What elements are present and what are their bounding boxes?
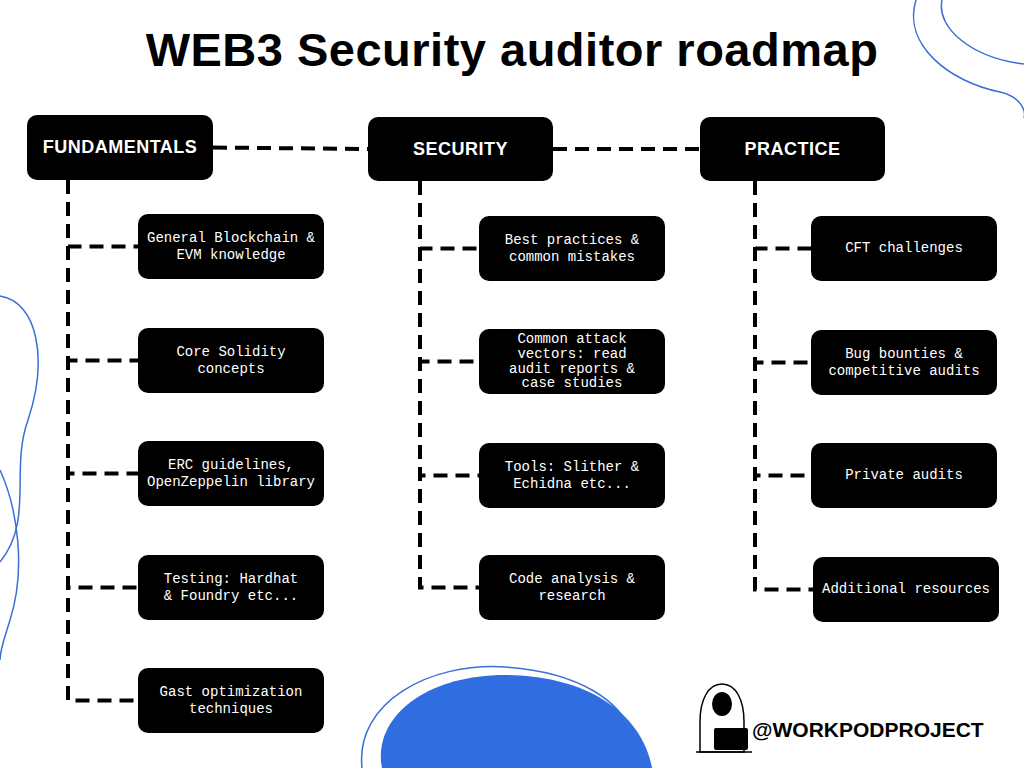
- stage-box: FUNDAMENTALS: [27, 115, 213, 180]
- box-text: Tools: Slither & Echidna etc...: [486, 459, 658, 491]
- dashed-connector: [755, 181, 813, 590]
- decor-curve: [941, 0, 1024, 64]
- box-text: CFT challenges: [845, 240, 963, 256]
- box-text: ERC guidelines, OpenZeppelin library: [145, 457, 317, 489]
- diagram-title: WEB3 Security auditor roadmap: [0, 22, 1024, 77]
- box-text: Additional resources: [822, 581, 990, 597]
- stage-box: SECURITY: [368, 117, 553, 181]
- topic-box: Private audits: [811, 443, 997, 508]
- dashed-connector: [553, 147, 700, 151]
- decor-curve: [0, 296, 38, 562]
- box-text: Private audits: [845, 467, 963, 483]
- topic-box: Bug bounties & competitive audits: [811, 330, 997, 395]
- face-shadow: [712, 692, 732, 716]
- dashed-connector: [420, 181, 479, 362]
- hacker-icon: [696, 684, 752, 752]
- box-text: Core Solidity concepts: [145, 344, 317, 376]
- decor-curve: [0, 470, 19, 660]
- box-text: FUNDAMENTALS: [43, 137, 198, 158]
- box-text: Bug bounties & competitive audits: [818, 346, 990, 378]
- topic-box: CFT challenges: [811, 216, 997, 281]
- topic-box: Best practices & common mistakes: [479, 216, 665, 281]
- dashed-connector: [68, 180, 138, 588]
- dashed-connector: [420, 181, 479, 588]
- box-text: Code analysis & research: [486, 571, 658, 603]
- box-text: PRACTICE: [744, 139, 840, 160]
- topic-box: Testing: Hardhat & Foundry etc...: [138, 555, 324, 620]
- topic-box: General Blockchain & EVM knowledge: [138, 214, 324, 279]
- box-text: Gast optimization techniques: [145, 684, 317, 716]
- dashed-connector: [755, 181, 811, 249]
- desk-line: [696, 751, 752, 753]
- topic-box: Code analysis & research: [479, 555, 665, 620]
- dashed-connector: [755, 181, 811, 363]
- dashed-connector: [420, 181, 479, 249]
- dashed-connector: [68, 180, 138, 474]
- topic-box: ERC guidelines, OpenZeppelin library: [138, 441, 324, 506]
- box-text: General Blockchain & EVM knowledge: [145, 230, 317, 262]
- topic-box: Common attack vectors: read audit report…: [479, 329, 665, 394]
- topic-box: Core Solidity concepts: [138, 328, 324, 393]
- topic-box: Additional resources: [813, 557, 999, 622]
- topic-box: Gast optimization techniques: [138, 668, 324, 733]
- decor-curve: [914, 0, 1024, 118]
- box-text: Best practices & common mistakes: [486, 232, 658, 264]
- box-text: Common attack vectors: read audit report…: [502, 332, 642, 391]
- dashed-connector: [213, 148, 368, 150]
- topic-box: Tools: Slither & Echidna etc...: [479, 443, 665, 508]
- stage-box: PRACTICE: [700, 117, 885, 181]
- dashed-connector: [755, 181, 811, 476]
- decor-curve: [362, 667, 632, 768]
- dashed-connector: [68, 180, 138, 247]
- dashed-connector: [68, 180, 138, 701]
- box-text: SECURITY: [413, 139, 508, 160]
- laptop: [714, 728, 748, 750]
- decor-blob: [381, 675, 652, 768]
- box-text: Testing: Hardhat & Foundry etc...: [156, 571, 306, 603]
- dashed-connector: [420, 181, 479, 476]
- watermark-handle: @WORKPODPROJECT: [752, 718, 984, 742]
- dashed-connector: [68, 180, 138, 361]
